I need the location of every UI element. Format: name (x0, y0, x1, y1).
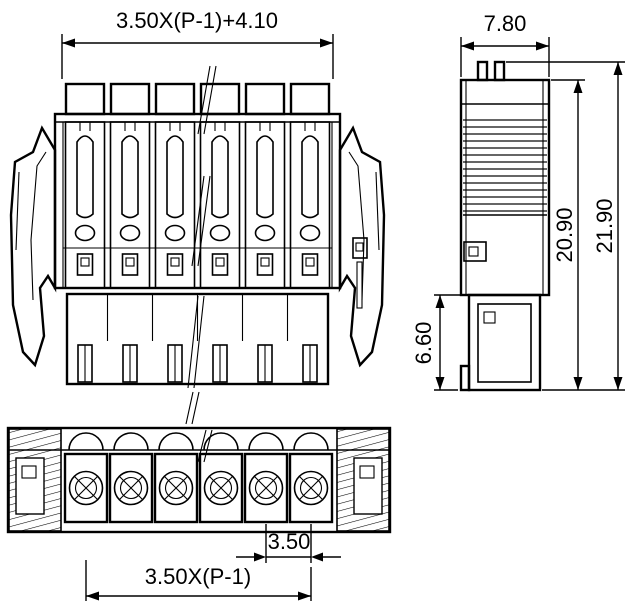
push-buttons (64, 82, 331, 116)
dim-height-inner-label: 20.90 (552, 207, 577, 262)
screw (288, 452, 334, 524)
test-windows (76, 253, 319, 276)
dim-height-inner: 20.90 (542, 79, 625, 391)
plug-skirt (65, 292, 330, 386)
spring-lever (211, 135, 229, 219)
push-button (244, 82, 286, 116)
dim-height-outer: 21.90 (506, 61, 625, 390)
dim-span: 3.50X(P-1) (85, 560, 312, 601)
wire-hole (164, 224, 186, 242)
dim-plug-height: 6.60 (411, 294, 466, 391)
dim-front-width-label: 3.50X(P-1)+4.10 (116, 8, 278, 33)
screw (108, 452, 154, 524)
screw (198, 452, 244, 524)
dim-plug-height-label: 6.60 (411, 322, 436, 365)
locking-clip (352, 237, 368, 309)
screw-terminals (63, 452, 334, 524)
bottom-view: 3.50 3.50X(P-1) (6, 426, 392, 601)
break-lines-front (185, 65, 217, 425)
side-foot (459, 364, 471, 392)
screw (63, 452, 109, 524)
front-view: 3.50X(P-1)+4.10 (9, 8, 386, 425)
rib-texture (463, 115, 547, 215)
push-button (199, 82, 241, 116)
flange-left (8, 428, 62, 532)
push-button (154, 82, 196, 116)
side-plug (459, 293, 542, 392)
dim-span-label: 3.50X(P-1) (145, 564, 251, 589)
push-button (64, 82, 106, 116)
side-latch-right (338, 126, 386, 367)
side-latch-window (463, 241, 487, 262)
wire-hole (299, 224, 321, 242)
bottom-body (6, 426, 392, 534)
scallop-strip (68, 432, 329, 451)
screw (243, 452, 289, 524)
solder-pin (476, 60, 489, 82)
wire-hole (74, 224, 96, 242)
dim-side-width-label: 7.80 (484, 11, 527, 36)
push-button (109, 82, 151, 116)
contact-channels (64, 121, 331, 289)
wire-hole (254, 224, 276, 242)
spring-lever (256, 135, 274, 219)
break-lines-bottom (197, 429, 213, 463)
dim-front-width: 3.50X(P-1)+4.10 (61, 8, 334, 79)
solder-pin (493, 60, 506, 82)
wire-hole (119, 224, 141, 242)
screw (153, 452, 199, 524)
spring-lever (121, 135, 139, 219)
spring-lever (301, 135, 319, 219)
spring-lever (76, 135, 94, 219)
wire-hole (209, 224, 231, 242)
side-latch-left (9, 125, 57, 368)
dim-pitch: 3.50 (236, 524, 341, 563)
dim-pitch-label: 3.50 (268, 529, 311, 554)
housing-body (53, 112, 342, 290)
dim-side-width: 7.80 (460, 11, 550, 77)
spring-lever (166, 135, 184, 219)
push-button (289, 82, 331, 116)
flange-right (336, 428, 390, 532)
dim-height-outer-label: 21.90 (592, 198, 617, 253)
side-view: 7.80 6.60 (411, 11, 625, 392)
side-body (459, 60, 551, 297)
